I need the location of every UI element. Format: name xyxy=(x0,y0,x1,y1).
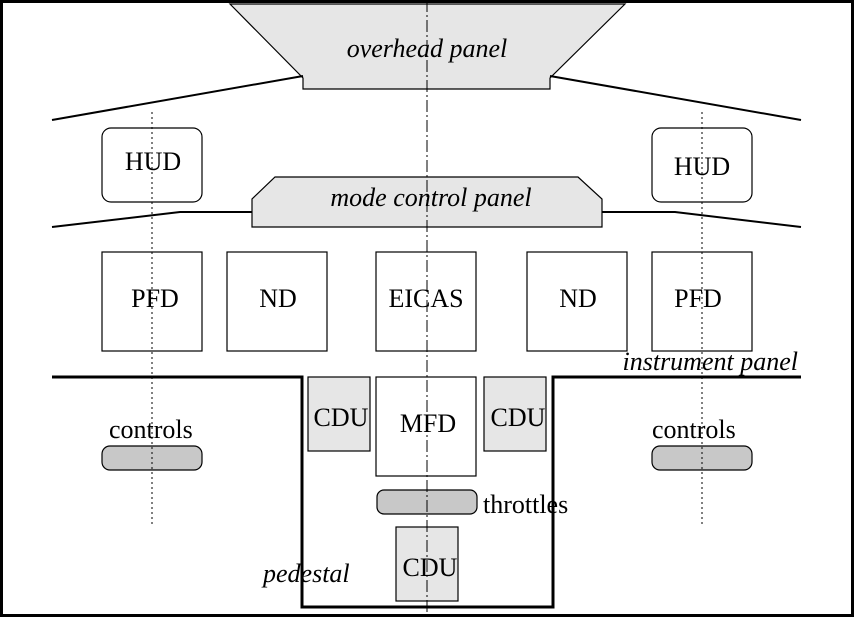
windshield-line-left xyxy=(51,75,304,121)
hud-left: HUD xyxy=(101,127,203,203)
windshield-line-right xyxy=(549,75,802,121)
controls-right-label: controls xyxy=(652,415,736,444)
cdu-right: CDU xyxy=(483,376,547,452)
glareshield-line-right xyxy=(602,211,802,228)
pfd-left-label: PFD xyxy=(131,284,179,313)
mfd-display: MFD xyxy=(375,376,477,477)
nd-left-label: ND xyxy=(259,284,297,313)
glareshield-line-left xyxy=(51,211,252,228)
cdu-right-label: CDU xyxy=(491,403,546,432)
mode-control-panel-label: mode control panel xyxy=(330,183,531,212)
hud-right-label: HUD xyxy=(674,152,730,181)
hud-left-label: HUD xyxy=(125,147,181,176)
pedestal-label: pedestal xyxy=(261,559,350,588)
mfd-label: MFD xyxy=(400,409,456,438)
pfd-right: PFD xyxy=(651,251,753,352)
controls-left: controls xyxy=(101,415,203,471)
eicas-display: EICAS xyxy=(375,251,477,352)
throttles: throttles xyxy=(376,489,568,519)
pfd-right-label: PFD xyxy=(674,284,722,313)
throttles-label: throttles xyxy=(483,490,568,519)
cdu-left-label: CDU xyxy=(314,403,369,432)
eicas-label: EICAS xyxy=(388,284,463,313)
nd-right: ND xyxy=(526,251,628,352)
cdu-left: CDU xyxy=(307,376,371,452)
pfd-left: PFD xyxy=(101,251,203,352)
instrument-panel-label: instrument panel xyxy=(623,347,799,376)
controls-left-label: controls xyxy=(109,415,193,444)
hud-right: HUD xyxy=(651,127,753,203)
nd-left: ND xyxy=(226,251,328,352)
nd-right-label: ND xyxy=(559,284,597,313)
cdu-bottom-label: CDU xyxy=(403,553,458,582)
